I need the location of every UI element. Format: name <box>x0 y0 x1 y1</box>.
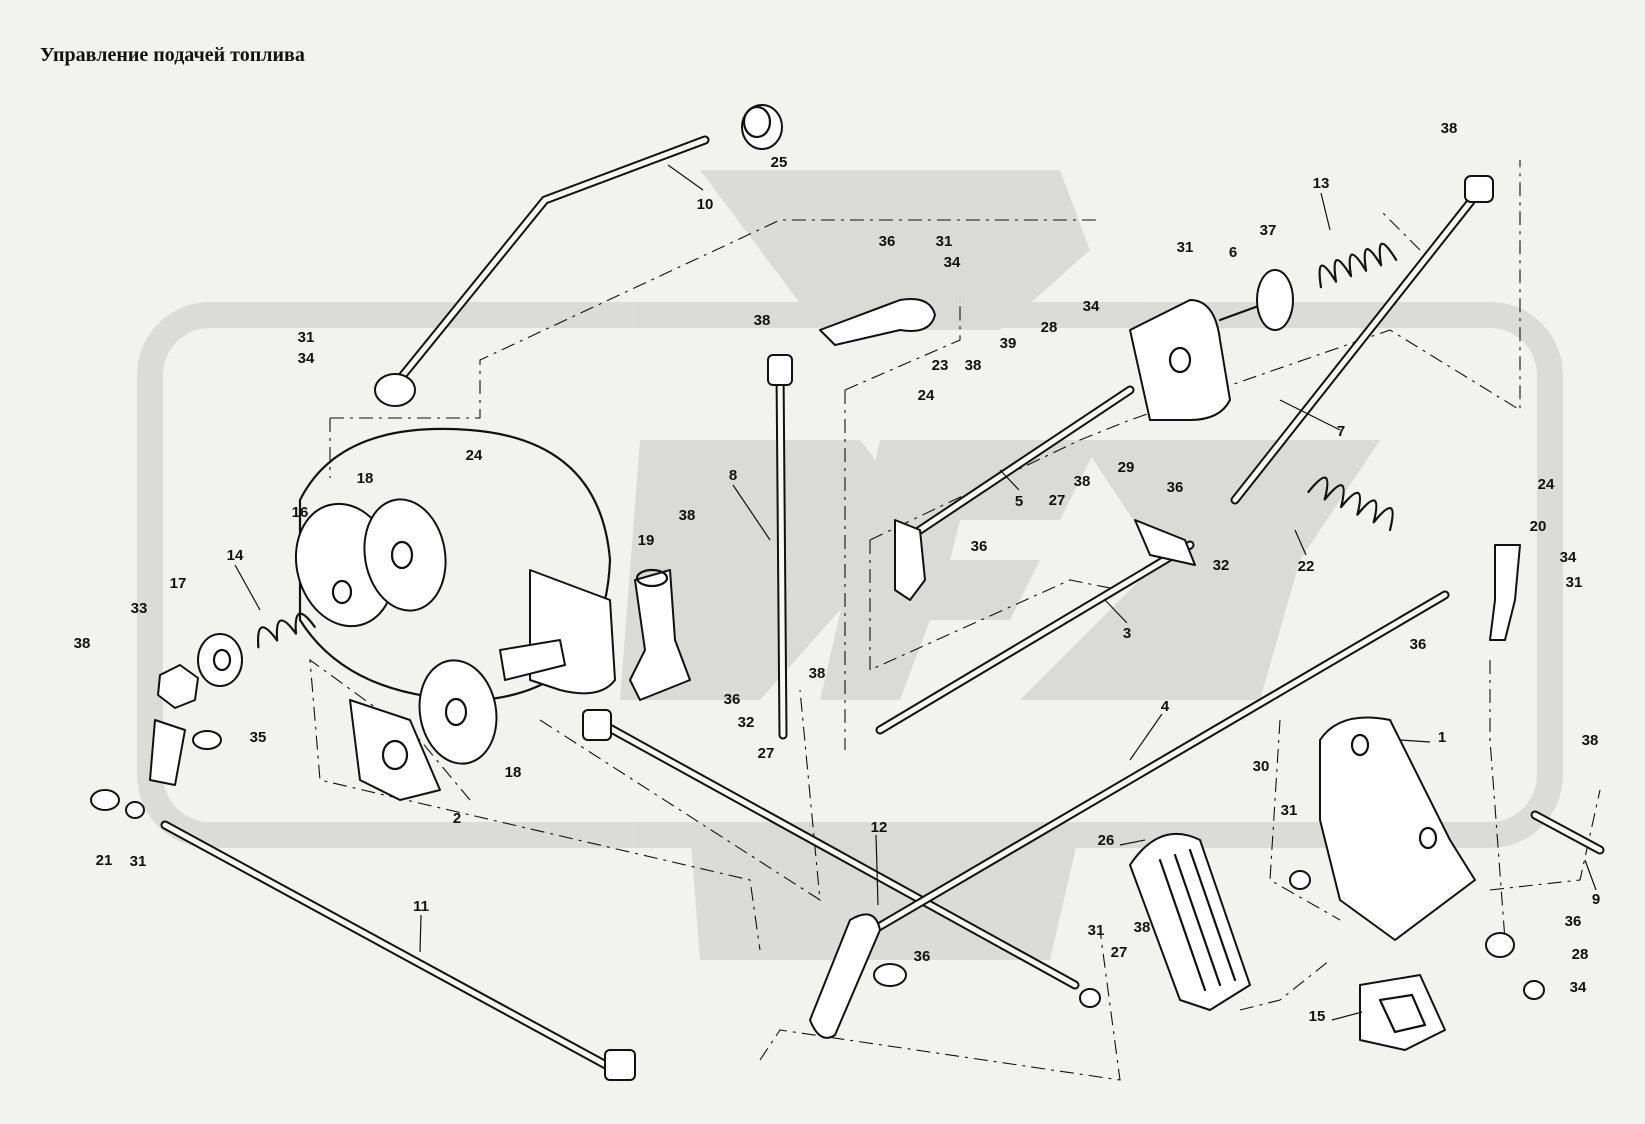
part-6-bracket <box>1129 269 1294 421</box>
part-label-11: 11 <box>413 898 429 915</box>
part-label-22: 22 <box>1298 558 1315 575</box>
part-label-36: 36 <box>1565 913 1582 930</box>
part-label-3: 3 <box>1123 625 1131 642</box>
part-label-38: 38 <box>1582 732 1599 749</box>
part-1-bracket <box>1319 716 1476 941</box>
part-label-39: 39 <box>1000 335 1017 352</box>
part-22-spring <box>1307 476 1394 532</box>
part-label-38: 38 <box>1074 473 1091 490</box>
leader-lines <box>234 164 1597 1021</box>
part-label-1: 1 <box>1438 729 1446 746</box>
part-label-8: 8 <box>729 467 737 484</box>
part-label-38: 38 <box>74 635 91 652</box>
diagram-title: Управление подачей топлива <box>40 44 305 66</box>
part-label-31: 31 <box>130 853 147 870</box>
part-label-31: 31 <box>1177 239 1194 256</box>
part-label-27: 27 <box>1111 944 1128 961</box>
part-13-spring <box>1318 242 1398 289</box>
part-label-36: 36 <box>1410 636 1427 653</box>
part-label-33: 33 <box>131 600 148 617</box>
part-5-shaft <box>894 385 1135 601</box>
part-label-36: 36 <box>1167 479 1184 496</box>
part-label-36: 36 <box>724 691 741 708</box>
part-label-38: 38 <box>965 357 982 374</box>
part-label-23: 23 <box>932 357 949 374</box>
watermark-logo <box>137 170 1563 960</box>
part-label-6: 6 <box>1229 244 1237 261</box>
part-label-34: 34 <box>1570 979 1587 996</box>
part-label-38: 38 <box>679 507 696 524</box>
part-label-15: 15 <box>1309 1008 1326 1025</box>
part-8-rod <box>767 354 793 740</box>
part-label-24: 24 <box>466 447 483 464</box>
parts-16-18-discs <box>294 498 498 765</box>
part-label-35: 35 <box>250 729 267 746</box>
part-label-25: 25 <box>771 154 788 171</box>
part-number-labels: 1234567891011121314151617181819202122232… <box>74 120 1601 1025</box>
part-label-2: 2 <box>453 810 461 827</box>
part-label-32: 32 <box>1213 557 1230 574</box>
part-label-31: 31 <box>936 233 953 250</box>
part-9-and-fasteners <box>873 810 1605 1008</box>
part-2-plate <box>349 569 616 801</box>
part-label-24: 24 <box>918 387 935 404</box>
part-label-38: 38 <box>1134 919 1151 936</box>
part-label-21: 21 <box>96 852 113 869</box>
part-label-38: 38 <box>1441 120 1458 137</box>
parts-14-17-33-35-springs-nuts <box>90 612 316 819</box>
part-label-28: 28 <box>1572 946 1589 963</box>
part-label-31: 31 <box>298 329 315 346</box>
part-7-rod <box>1230 175 1494 505</box>
part-label-31: 31 <box>1566 574 1583 591</box>
part-3-shaft <box>875 519 1196 735</box>
part-label-14: 14 <box>227 547 244 564</box>
part-label-27: 27 <box>758 745 775 762</box>
part-label-31: 31 <box>1281 802 1298 819</box>
part-20-lever <box>1489 544 1521 641</box>
part-label-29: 29 <box>1118 459 1135 476</box>
part-label-19: 19 <box>638 532 655 549</box>
part-label-34: 34 <box>298 350 315 367</box>
part-label-20: 20 <box>1530 518 1547 535</box>
part-label-18: 18 <box>357 470 374 487</box>
part-label-36: 36 <box>879 233 896 250</box>
part-label-4: 4 <box>1161 698 1170 715</box>
part-label-9: 9 <box>1592 891 1600 908</box>
part-23-lever <box>819 298 936 346</box>
part-label-36: 36 <box>914 948 931 965</box>
part-label-36: 36 <box>971 538 988 555</box>
part-26-pedal <box>1129 832 1251 1011</box>
part-label-28: 28 <box>1041 319 1058 336</box>
part-11-rod <box>160 820 636 1081</box>
part-10-lever <box>374 135 710 407</box>
part-label-5: 5 <box>1015 493 1023 510</box>
part-label-34: 34 <box>944 254 961 271</box>
part-label-27: 27 <box>1049 492 1066 509</box>
part-12-rod <box>582 709 1080 990</box>
part-label-17: 17 <box>170 575 187 592</box>
part-label-13: 13 <box>1313 175 1330 192</box>
part-label-10: 10 <box>697 196 714 213</box>
part-label-32: 32 <box>738 714 755 731</box>
part-label-34: 34 <box>1083 298 1100 315</box>
part-label-12: 12 <box>871 819 888 836</box>
assembly-lines <box>309 160 1601 1081</box>
part-15-plate <box>1359 974 1446 1051</box>
part-label-37: 37 <box>1260 222 1277 239</box>
part-4-rod <box>809 590 1450 1039</box>
part-label-18: 18 <box>505 764 522 781</box>
part-label-34: 34 <box>1560 549 1577 566</box>
part-label-31: 31 <box>1088 922 1105 939</box>
part-25-cap <box>741 104 783 150</box>
part-19-lever <box>629 568 691 701</box>
part-label-26: 26 <box>1098 832 1115 849</box>
part-label-24: 24 <box>1538 476 1555 493</box>
part-label-16: 16 <box>292 504 309 521</box>
part-label-30: 30 <box>1253 758 1270 775</box>
part-label-7: 7 <box>1337 423 1345 440</box>
part-label-38: 38 <box>809 665 826 682</box>
part-label-38: 38 <box>754 312 771 329</box>
